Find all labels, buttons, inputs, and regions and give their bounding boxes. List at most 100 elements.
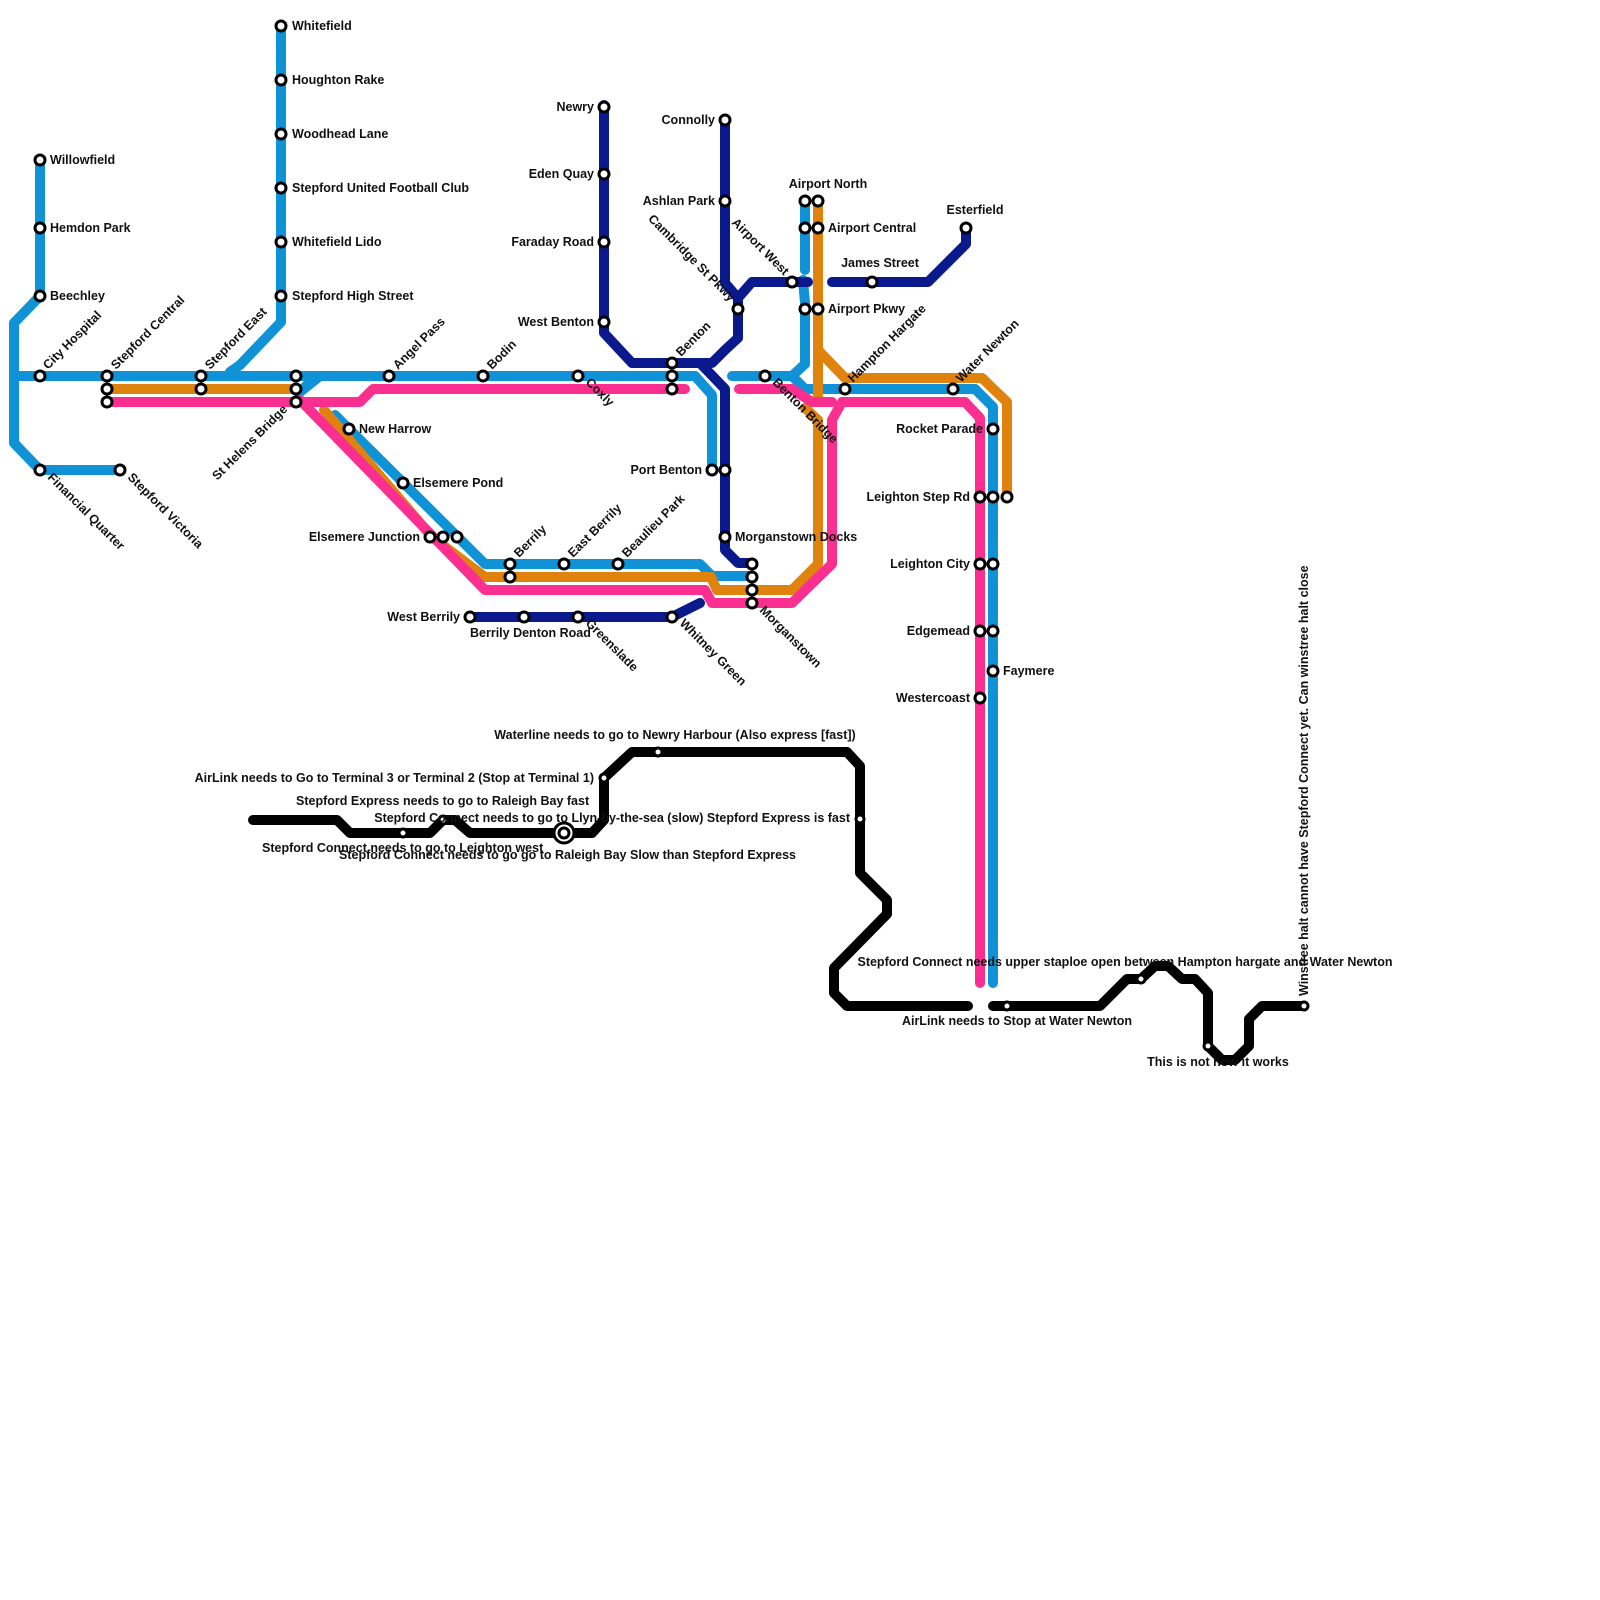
station-airport-pkwy-2[interactable] [811, 302, 825, 316]
station-angel-pass[interactable] [382, 369, 396, 383]
stop-black-2[interactable] [437, 814, 449, 826]
station-st-helens-bridge-2[interactable] [289, 382, 303, 396]
stop-black-9[interactable] [1298, 1000, 1310, 1012]
station-airport-pkwy[interactable] [798, 302, 812, 316]
station-labels: Whitefield Houghton Rake Woodhead Lane S… [40, 19, 1054, 705]
station-berrily[interactable] [503, 557, 517, 571]
station-airport-central-2[interactable] [811, 221, 825, 235]
station-esterfield[interactable] [959, 221, 973, 235]
interchange-black-inner[interactable] [557, 826, 571, 840]
station-eden-quay[interactable] [597, 167, 611, 181]
label-new-harrow: New Harrow [359, 422, 432, 436]
station-benton-3[interactable] [665, 382, 679, 396]
station-stepford-central-3[interactable] [100, 395, 114, 409]
station-morganstown-2[interactable] [745, 570, 759, 584]
station-airport-central[interactable] [798, 221, 812, 235]
label-city-hospital: City Hospital [40, 308, 104, 372]
station-stepford-victoria[interactable] [113, 463, 127, 477]
station-coxly[interactable] [571, 369, 585, 383]
label-stepford-high-street: Stepford High Street [292, 289, 414, 303]
station-bodin[interactable] [476, 369, 490, 383]
label-faymere: Faymere [1003, 664, 1054, 678]
station-ashlan-park[interactable] [718, 194, 732, 208]
station-stepford-east[interactable] [194, 369, 208, 383]
station-berrily-denton-road[interactable] [517, 610, 531, 624]
station-stepford-high-street[interactable] [274, 289, 288, 303]
station-james-street[interactable] [865, 275, 879, 289]
label-westercoast: Westercoast [896, 691, 971, 705]
station-st-helens-bridge-3[interactable] [289, 395, 303, 409]
stop-black-8[interactable] [1202, 1040, 1214, 1052]
station-benton-2[interactable] [665, 369, 679, 383]
station-willowfield[interactable] [33, 153, 47, 167]
station-morganstown-3[interactable] [745, 583, 759, 597]
station-hampton-hargate[interactable] [838, 382, 852, 396]
station-whitney-green[interactable] [665, 610, 679, 624]
stop-black-6[interactable] [1001, 1000, 1013, 1012]
station-hemdon-park[interactable] [33, 221, 47, 235]
stop-black-3[interactable] [598, 772, 610, 784]
station-benton[interactable] [665, 356, 679, 370]
station-stepford-united[interactable] [274, 181, 288, 195]
station-whitefield-lido[interactable] [274, 235, 288, 249]
station-st-helens-bridge[interactable] [289, 369, 303, 383]
station-edgemead-2[interactable] [986, 624, 1000, 638]
station-airport-north-2[interactable] [811, 194, 825, 208]
notes: Waterline needs to go to Newry Harbour (… [195, 565, 1393, 1069]
station-connolly[interactable] [718, 113, 732, 127]
station-houghton-rake[interactable] [274, 73, 288, 87]
station-greenslade[interactable] [571, 610, 585, 624]
station-water-newton[interactable] [946, 382, 960, 396]
station-stepford-central[interactable] [100, 369, 114, 383]
station-leighton-step-rd-2[interactable] [986, 490, 1000, 504]
station-leighton-step-rd-3[interactable] [1000, 490, 1014, 504]
station-woodhead-lane[interactable] [274, 127, 288, 141]
station-berrily-2[interactable] [503, 570, 517, 584]
stop-black-5[interactable] [854, 813, 866, 825]
label-rocket-parade: Rocket Parade [896, 422, 983, 436]
station-stepford-central-2[interactable] [100, 382, 114, 396]
station-stepford-east-2[interactable] [194, 382, 208, 396]
station-port-benton[interactable] [705, 463, 719, 477]
station-faymere[interactable] [986, 664, 1000, 678]
stop-black-7[interactable] [1135, 973, 1147, 985]
station-leighton-city[interactable] [973, 557, 987, 571]
station-whitefield[interactable] [274, 19, 288, 33]
station-cambridge-st-pkwy[interactable] [731, 302, 745, 316]
station-westercoast[interactable] [973, 691, 987, 705]
station-port-benton-2[interactable] [718, 463, 732, 477]
station-west-benton[interactable] [597, 315, 611, 329]
station-morganstown[interactable] [745, 557, 759, 571]
station-new-harrow[interactable] [342, 422, 356, 436]
station-beaulieu-park[interactable] [611, 557, 625, 571]
note-connect-staploe: Stepford Connect needs upper staploe ope… [857, 955, 1392, 969]
station-airport-west[interactable] [785, 275, 799, 289]
station-west-berrily[interactable] [463, 610, 477, 624]
station-elsemere-junction-3[interactable] [450, 530, 464, 544]
station-city-hospital[interactable] [33, 369, 47, 383]
station-newry[interactable] [597, 100, 611, 114]
station-leighton-city-2[interactable] [986, 557, 1000, 571]
station-rocket-parade[interactable] [986, 422, 1000, 436]
station-faraday-road[interactable] [597, 235, 611, 249]
label-stepford-united: Stepford United Football Club [292, 181, 469, 195]
station-elsemere-junction-2[interactable] [436, 530, 450, 544]
station-leighton-step-rd[interactable] [973, 490, 987, 504]
station-morganstown-4[interactable] [745, 596, 759, 610]
station-morganstown-docks[interactable] [718, 530, 732, 544]
stations [33, 19, 1310, 1052]
station-elsemere-pond[interactable] [396, 476, 410, 490]
stop-black-1[interactable] [397, 827, 409, 839]
label-whitefield: Whitefield [292, 19, 352, 33]
station-financial-quarter[interactable] [33, 463, 47, 477]
station-benton-bridge[interactable] [758, 369, 772, 383]
station-edgemead[interactable] [973, 624, 987, 638]
station-elsemere-junction[interactable] [423, 530, 437, 544]
light-blue-line [9, 21, 998, 988]
station-beechley[interactable] [33, 289, 47, 303]
station-east-berrily[interactable] [557, 557, 571, 571]
station-airport-north[interactable] [798, 194, 812, 208]
label-airport-central: Airport Central [828, 221, 916, 235]
label-port-benton: Port Benton [630, 463, 702, 477]
stop-black-4[interactable] [652, 746, 664, 758]
